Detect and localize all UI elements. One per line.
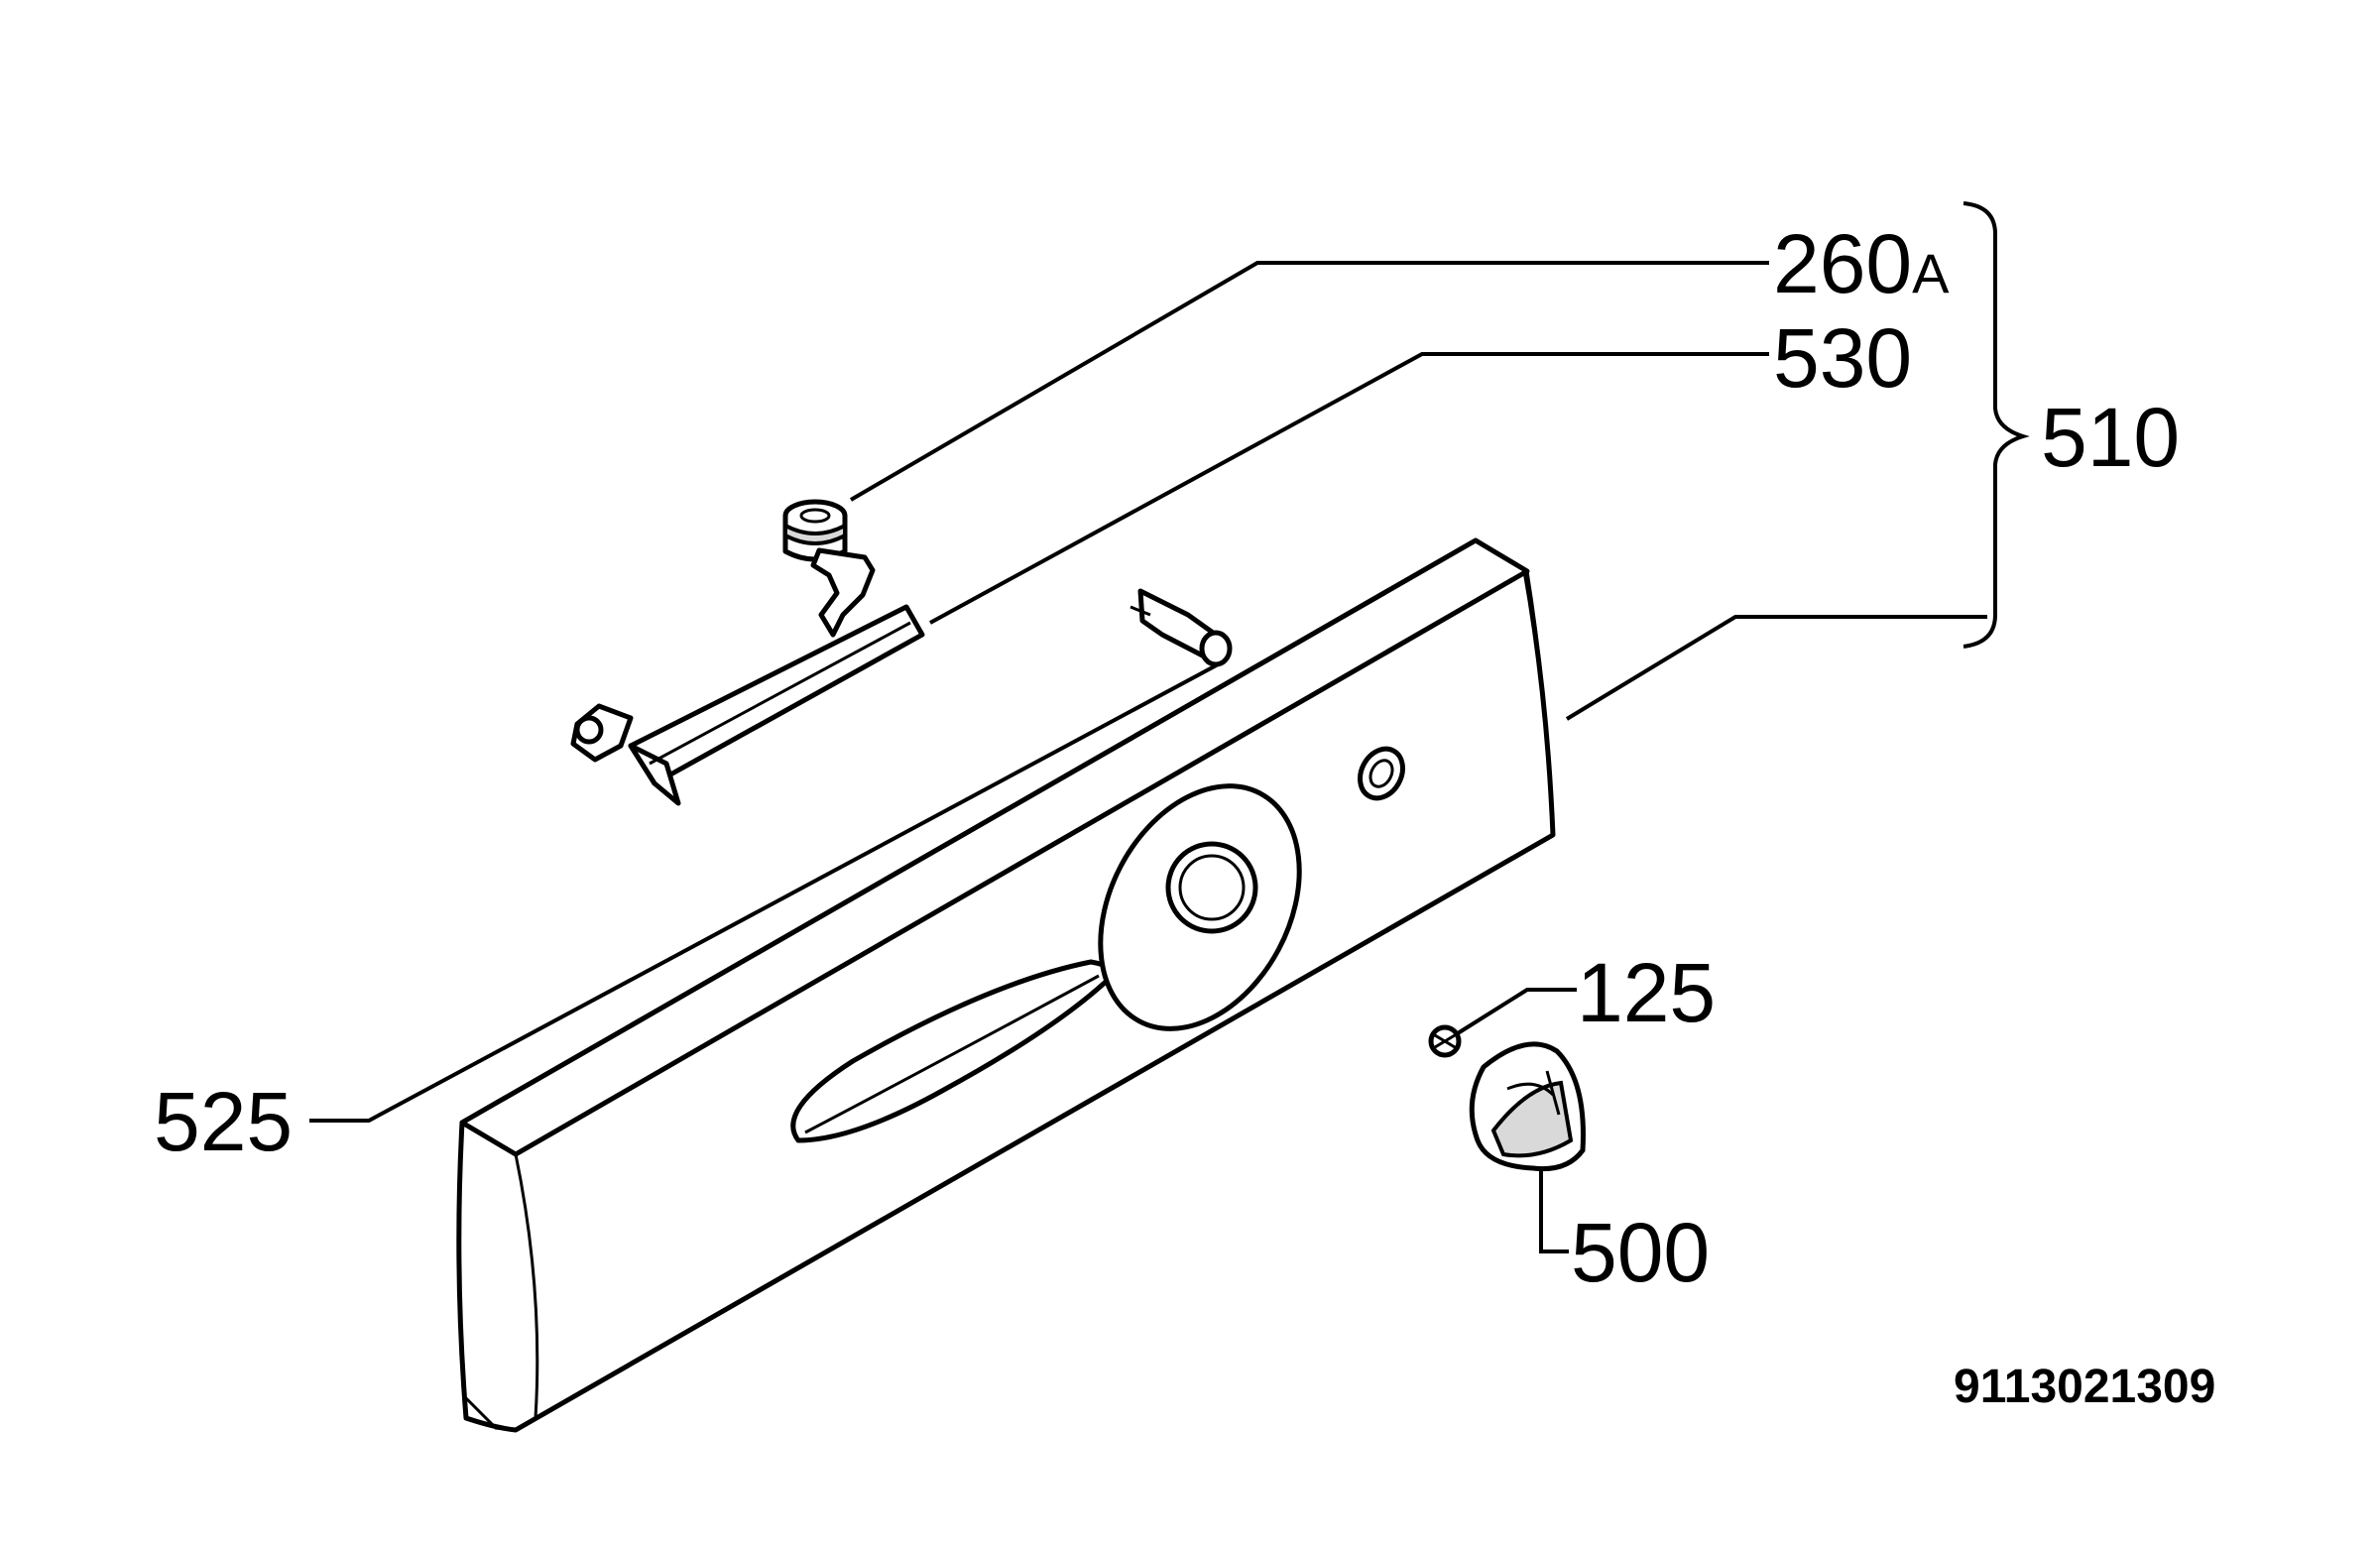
callout-500: 500 <box>1571 1206 1710 1299</box>
leader-510 <box>1565 615 1987 721</box>
knob-part-500 <box>1469 1041 1586 1172</box>
bracket-part-530 <box>570 547 925 806</box>
spring-part-125 <box>1428 1024 1462 1058</box>
leader-lines <box>309 261 1987 1253</box>
leader-500 <box>1539 1168 1569 1253</box>
callout-510: 510 <box>2041 391 2180 484</box>
document-number: 9113021309 <box>1954 1361 2215 1413</box>
leader-530 <box>929 352 1769 625</box>
callout-525: 525 <box>154 1075 293 1168</box>
brace-510 <box>1963 201 2030 649</box>
leader-525 <box>309 660 1223 1123</box>
leader-125 <box>1456 988 1577 1035</box>
light-pipe-part <box>1130 588 1233 667</box>
callout-125: 125 <box>1577 946 1716 1039</box>
callout-260a: 260A <box>1773 217 1950 310</box>
leader-260a <box>849 261 1769 502</box>
control-panel-part-525 <box>456 537 1556 1433</box>
lamp-cap-part-260a <box>782 499 848 562</box>
callout-530: 530 <box>1773 311 1912 405</box>
